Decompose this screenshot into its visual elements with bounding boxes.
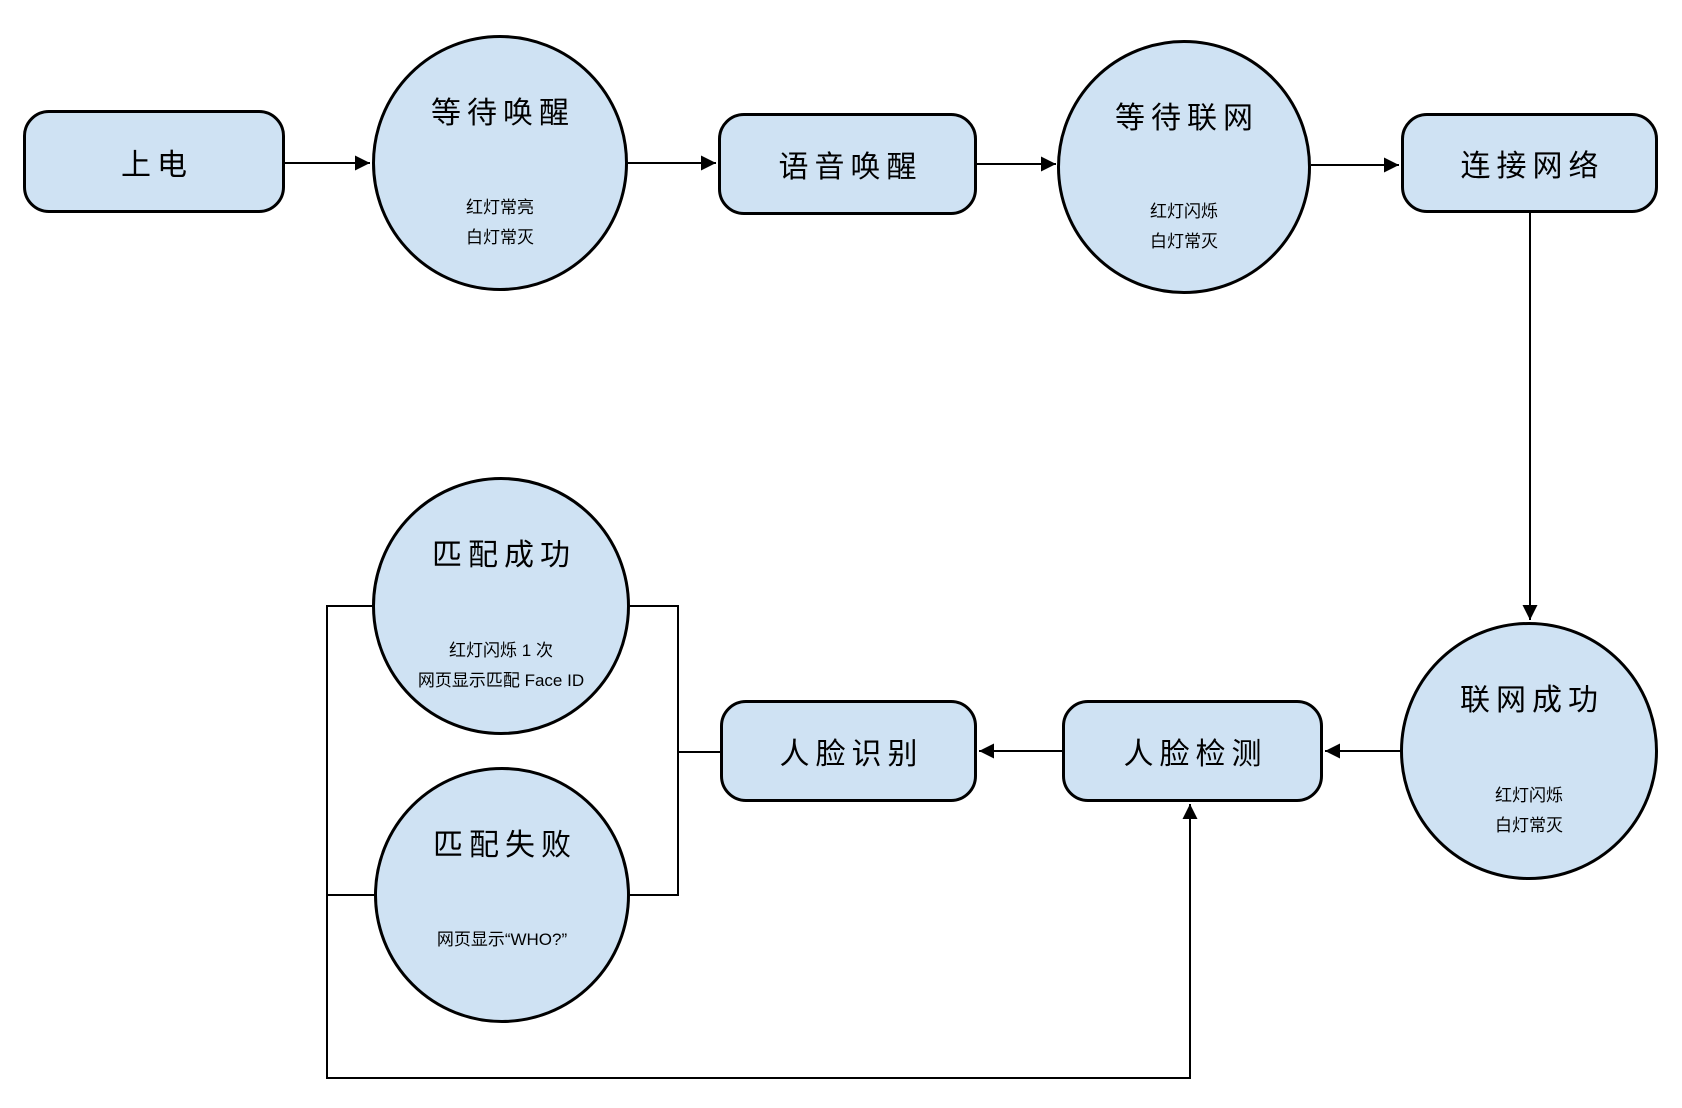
- node-match-fail-label: 匹配失败: [433, 829, 577, 862]
- edge-facerecognize-branch: [630, 605, 720, 896]
- edge-match-loopback: [326, 605, 1190, 1079]
- node-match-success-label: 匹配成功: [432, 539, 576, 573]
- node-power-on: 上电: [23, 110, 285, 213]
- node-wait-network-label: 等待联网: [1115, 101, 1259, 135]
- node-match-fail: 匹配失败 网页显示“WHO?”: [374, 767, 630, 1023]
- node-match-success-details: 红灯闪烁 1 次 网页显示匹配 Face ID: [417, 641, 585, 690]
- node-power-on-label: 上电: [121, 148, 193, 182]
- node-wait-wake: 等待唤醒 红灯常亮 白灯常灭: [372, 35, 628, 291]
- node-voice-wake-label: 语音唤醒: [778, 151, 923, 184]
- node-face-detect: 人脸检测: [1062, 700, 1323, 802]
- node-wait-wake-label: 等待唤醒: [431, 97, 575, 130]
- node-network-success-details: 红灯闪烁 白灯常灭: [1495, 786, 1563, 835]
- node-network-success-label: 联网成功: [1460, 684, 1604, 718]
- node-voice-wake: 语音唤醒: [718, 113, 977, 215]
- node-match-fail-details: 网页显示“WHO?”: [436, 930, 568, 949]
- node-match-success: 匹配成功 红灯闪烁 1 次 网页显示匹配 Face ID: [372, 477, 630, 735]
- node-face-detect-label: 人脸检测: [1123, 738, 1268, 771]
- node-wait-wake-details: 红灯常亮 白灯常灭: [466, 198, 534, 247]
- node-wait-network-details: 红灯闪烁 白灯常灭: [1150, 201, 1218, 251]
- node-face-recognize: 人脸识别: [720, 700, 977, 802]
- node-connect-network: 连接网络: [1401, 113, 1658, 213]
- node-wait-network: 等待联网 红灯闪烁 白灯常灭: [1057, 40, 1311, 294]
- node-connect-network-label: 连接网络: [1460, 150, 1605, 183]
- node-face-recognize-label: 人脸识别: [779, 738, 924, 771]
- node-network-success: 联网成功 红灯闪烁 白灯常灭: [1400, 622, 1658, 880]
